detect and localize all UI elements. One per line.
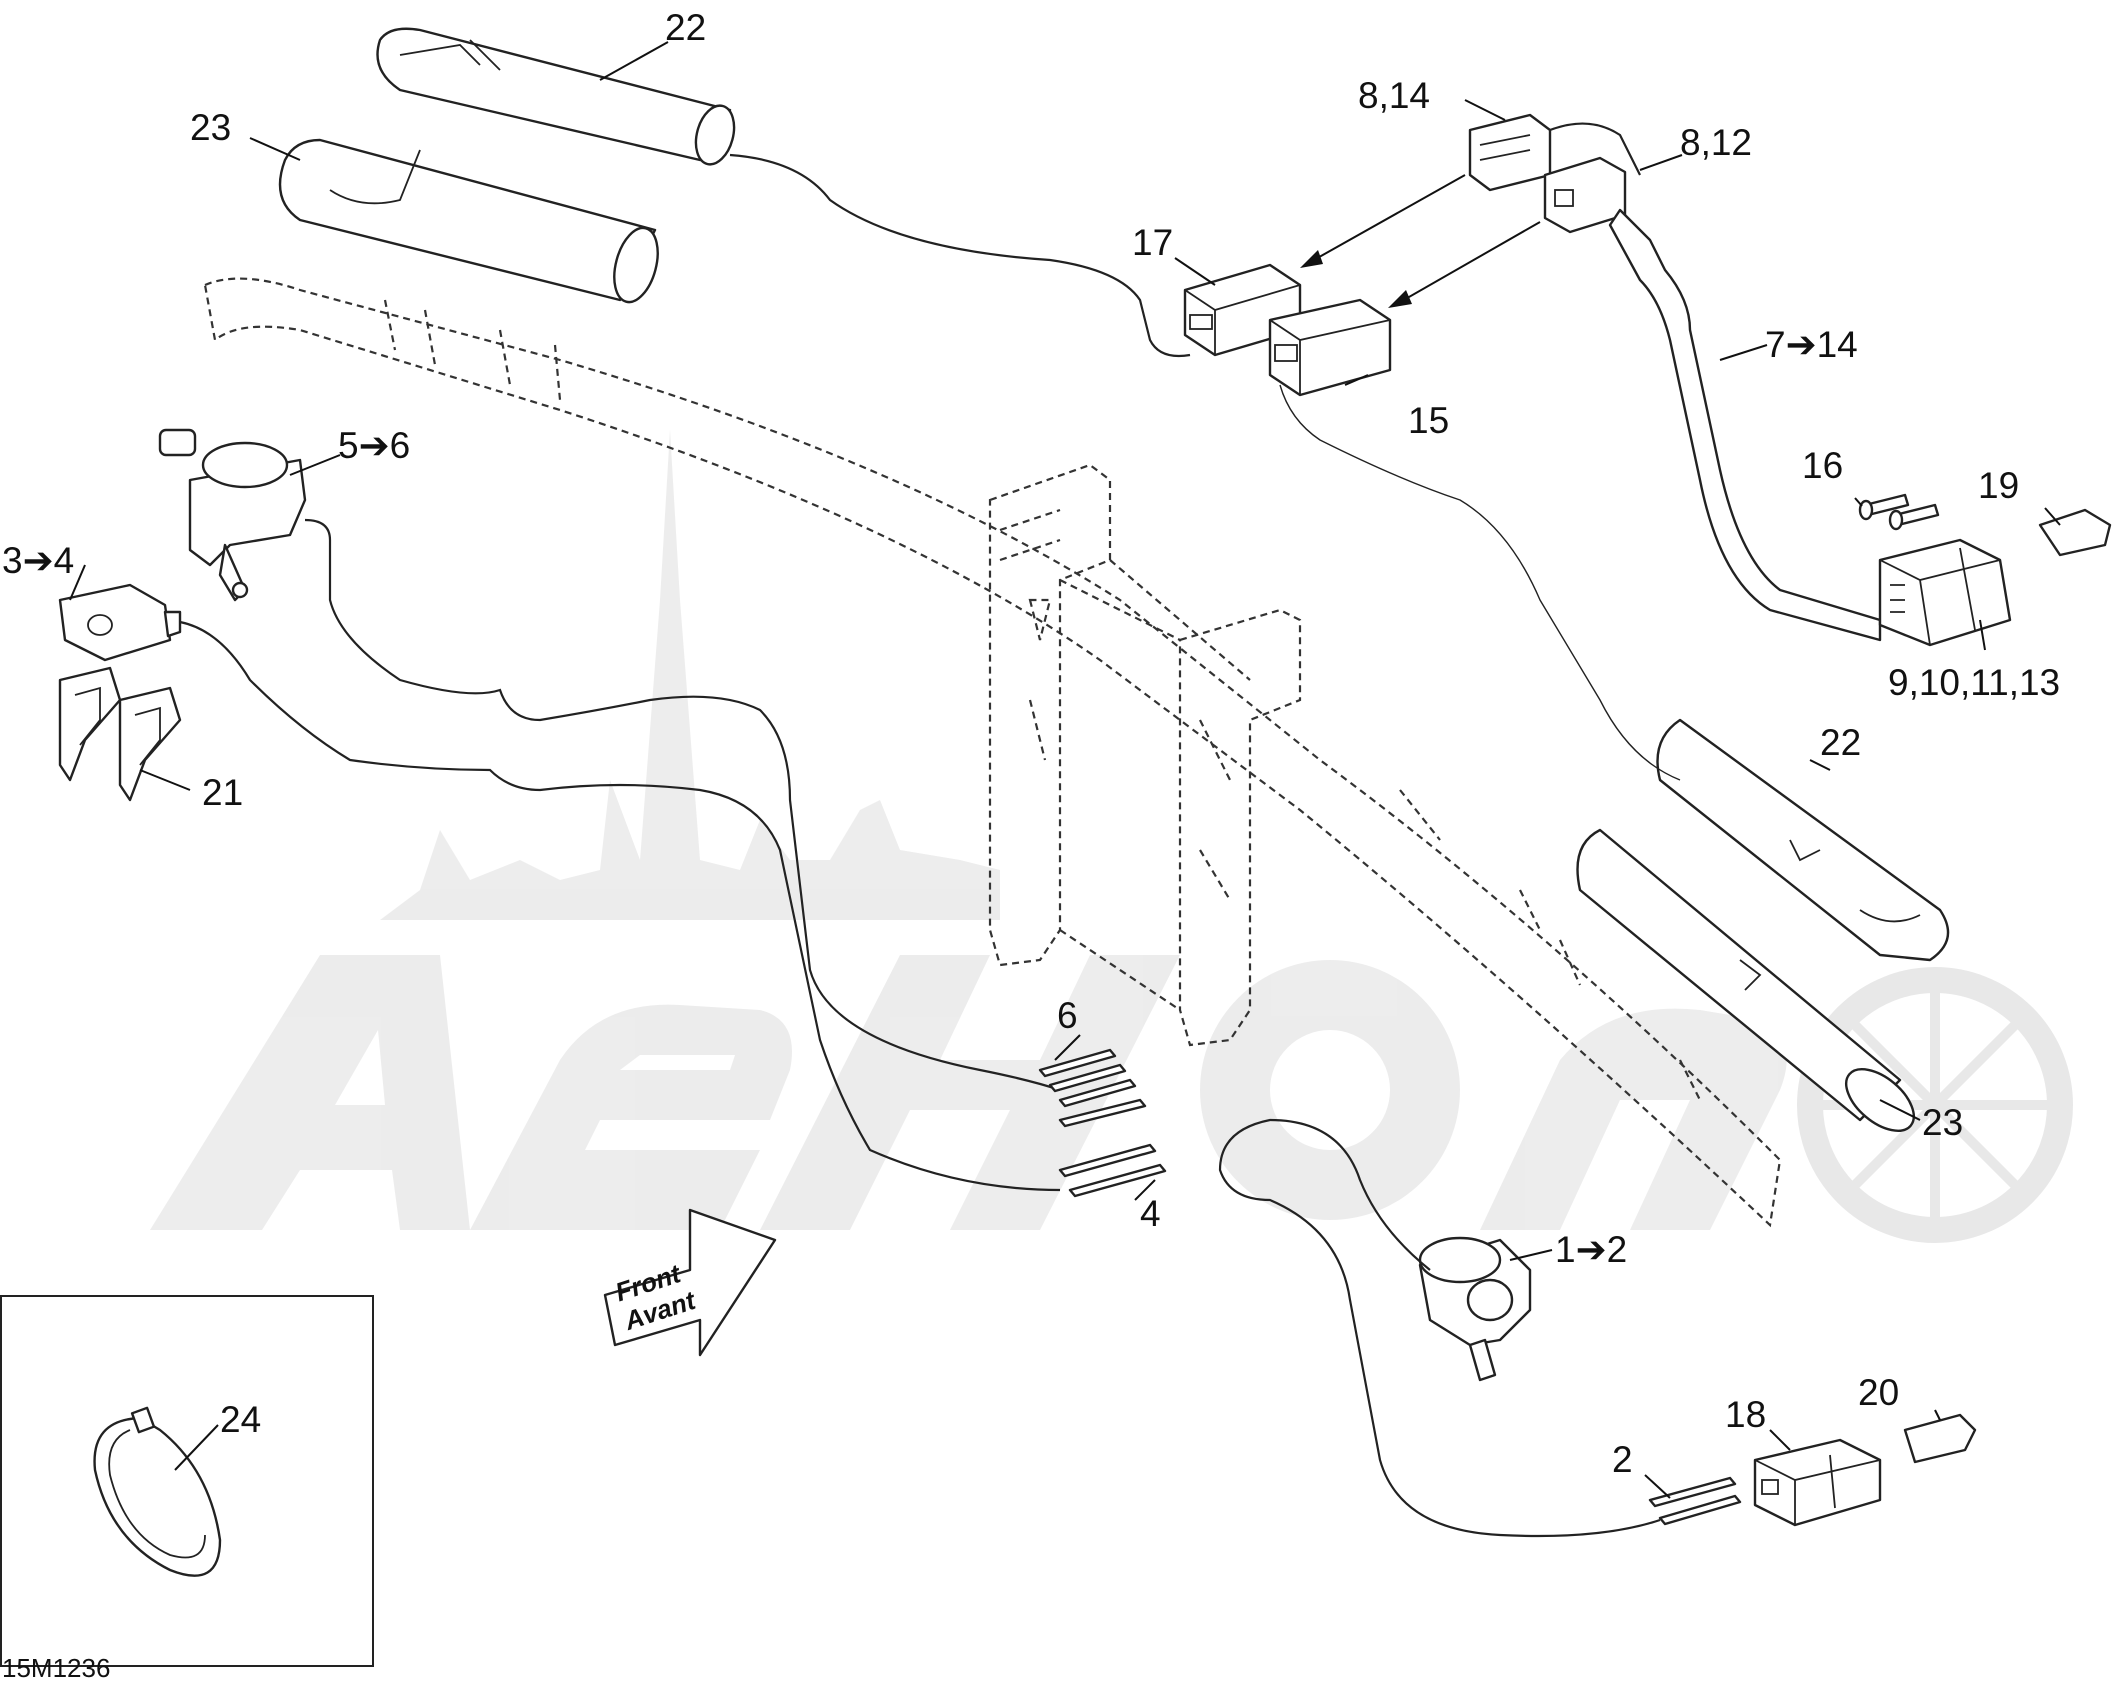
callout-20: 20 xyxy=(1858,1372,1899,1413)
callout-16: 16 xyxy=(1802,445,1843,486)
terminals-6 xyxy=(1038,1048,1147,1128)
connector-8-14 xyxy=(1468,113,1552,192)
callout-8-12: 8,12 xyxy=(1680,122,1752,163)
assembly-arrows xyxy=(1300,174,1541,308)
callout-19: 19 xyxy=(1978,465,2019,506)
callout-5-6: 5➔6 xyxy=(338,425,410,466)
watermark-logo xyxy=(150,430,2073,1243)
switch-5-6 xyxy=(158,428,307,602)
leader-lines xyxy=(69,41,2061,1499)
screws-16 xyxy=(1858,493,1940,531)
switch-1-2-wire xyxy=(1218,1118,1661,1538)
riser-clamp-dashed xyxy=(988,463,1302,1047)
callout-6: 6 xyxy=(1057,995,1078,1036)
connector-15 xyxy=(1268,298,1392,397)
callout-2: 2 xyxy=(1612,1439,1633,1480)
callout-18: 18 xyxy=(1725,1394,1766,1435)
terminals-4 xyxy=(1058,1143,1167,1198)
switch-5-6-wire xyxy=(304,518,1061,1092)
front-direction-arrow xyxy=(603,1208,777,1357)
callout-4: 4 xyxy=(1140,1193,1161,1234)
heater-wire-right-grip xyxy=(1279,384,1681,781)
callout-23-right: 23 xyxy=(1922,1102,1963,1143)
callout-15: 15 xyxy=(1408,400,1449,441)
cable-tie-24 xyxy=(93,1406,222,1577)
callout-8-14: 8,14 xyxy=(1358,75,1430,116)
switch-3-4 xyxy=(58,583,182,662)
callout-17: 17 xyxy=(1132,222,1173,263)
callout-1-2: 1➔2 xyxy=(1555,1229,1627,1270)
handlebar-dashed-outline xyxy=(203,277,1782,1228)
grip-22-top xyxy=(376,27,736,166)
callout-7-14: 7➔14 xyxy=(1765,324,1858,365)
terminal-lock-19 xyxy=(2038,508,2112,557)
heater-wire-top-grip xyxy=(729,153,1191,358)
callout-21: 21 xyxy=(202,772,243,813)
cable-ties-21 xyxy=(58,666,182,802)
switch-1-2 xyxy=(1418,1236,1532,1382)
terminals-2 xyxy=(1648,1476,1742,1526)
grip-23-top xyxy=(278,138,659,304)
callout-9-10-11-13: 9,10,11,13 xyxy=(1888,662,2060,703)
inset-box xyxy=(0,1295,374,1667)
harness-7-14 xyxy=(1608,208,1882,642)
callout-24: 24 xyxy=(220,1399,261,1440)
callout-3-4: 3➔4 xyxy=(2,540,74,581)
switch-3-4-wire xyxy=(179,620,1061,1192)
terminal-lock-20 xyxy=(1903,1413,1977,1464)
figure-code: 15M1236 xyxy=(2,1653,110,1683)
callout-23-top: 23 xyxy=(190,107,231,148)
callout-22-right: 22 xyxy=(1820,722,1861,763)
callout-22-top: 22 xyxy=(665,7,706,48)
callout-labels: 22 23 8,14 8,12 17 15 7➔14 5➔6 3➔4 21 16… xyxy=(2,7,2060,1480)
connector-9-10-11-13 xyxy=(1878,538,2012,647)
connector-18 xyxy=(1753,1438,1882,1527)
grip-22-right xyxy=(1656,718,1950,962)
